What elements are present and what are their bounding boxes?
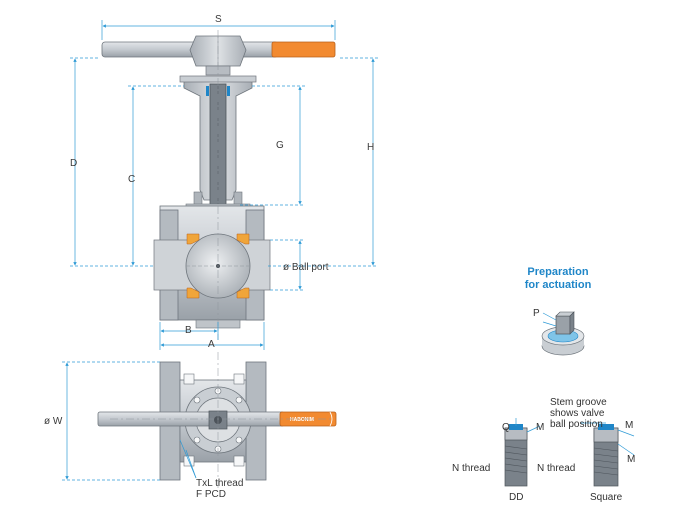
- seat-tl: [186, 233, 200, 245]
- dim-a: A: [208, 339, 215, 350]
- stem-note-line1: Stem groove: [550, 397, 607, 408]
- dim-s: S: [215, 14, 222, 25]
- dim-h: H: [367, 142, 374, 153]
- dim-p: P: [533, 308, 540, 319]
- dim-b: B: [185, 325, 192, 336]
- dim-f-pcd: F PCD: [196, 489, 226, 500]
- stem-note-line3: ball position: [550, 419, 603, 430]
- dd-stem-detail: [504, 418, 541, 487]
- elevation-view: [101, 30, 336, 340]
- seat-tr: [236, 233, 250, 245]
- stem-note-line2: shows valve: [550, 408, 605, 419]
- actuation-title-line2: for actuation: [525, 279, 592, 291]
- dim-ball-port: ø Ball port: [283, 262, 329, 273]
- seat-br: [236, 287, 250, 299]
- dim-w: ø W: [44, 416, 63, 427]
- dim-txl-thread: TxL thread: [196, 478, 243, 489]
- brand-label: HABONIM: [290, 417, 314, 423]
- plan-view: HABONIM: [97, 352, 337, 488]
- seat-bl: [186, 287, 200, 299]
- elevation-dimensions: [70, 20, 378, 350]
- dim-m-square-top: M: [625, 420, 633, 431]
- dd-label: DD: [509, 492, 523, 503]
- dim-q: Q: [502, 422, 510, 433]
- actuation-stem-detail: [541, 311, 585, 356]
- n-thread-dd-label: N thread: [452, 463, 490, 474]
- square-stem-detail: [580, 422, 635, 487]
- square-label: Square: [590, 492, 623, 503]
- n-thread-square-label: N thread: [537, 463, 575, 474]
- actuation-title-line1: Preparation: [527, 266, 588, 278]
- dim-m-square-bottom: M: [627, 454, 635, 465]
- dim-c: C: [128, 174, 135, 185]
- dim-m-dd: M: [536, 422, 544, 433]
- handle-grip: [271, 41, 336, 58]
- dim-d: D: [70, 158, 77, 169]
- dim-g: G: [276, 140, 284, 151]
- plan-dimensions: [62, 361, 197, 481]
